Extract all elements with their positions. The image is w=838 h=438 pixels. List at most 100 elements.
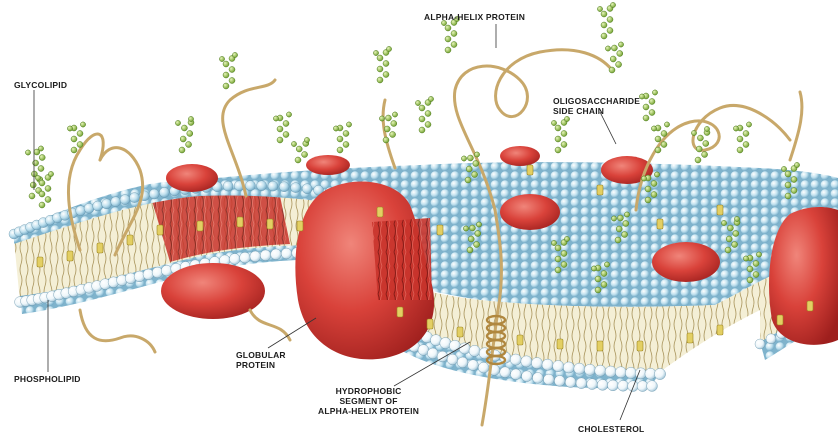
sugar-bead — [48, 171, 53, 176]
sugar-bead — [555, 136, 561, 142]
sugar-bead — [645, 186, 651, 192]
cholesterol-block — [597, 185, 603, 195]
sugar-bead — [651, 192, 657, 198]
sugar-chain — [379, 112, 397, 143]
sugar-bead — [385, 115, 391, 121]
sugar-bead — [67, 126, 72, 131]
sugar-chain — [597, 2, 615, 39]
sugar-bead — [595, 287, 601, 293]
sugar-bead — [379, 116, 384, 121]
sugar-chain — [273, 112, 291, 143]
sugar-chain — [605, 42, 623, 73]
sugar-bead — [791, 188, 797, 194]
phospholipid-head — [161, 265, 172, 276]
sugar-bead — [747, 277, 753, 283]
sugar-bead — [601, 22, 607, 28]
phospholipid-head — [268, 181, 278, 191]
phospholipid-head — [457, 357, 468, 368]
phospholipid-head — [418, 345, 429, 356]
sugar-bead — [664, 122, 669, 127]
sugar-bead — [29, 193, 35, 199]
cholesterol-block — [597, 341, 603, 351]
phospholipid-head — [563, 362, 574, 373]
sugar-bead — [425, 111, 431, 117]
sugar-bead — [383, 72, 389, 78]
phospholipid-head — [597, 380, 608, 391]
sugar-bead — [77, 142, 83, 148]
sugar-chain — [219, 52, 237, 89]
sugar-bead — [564, 236, 569, 241]
phospholipid-head — [618, 380, 629, 391]
sugar-bead — [737, 136, 743, 142]
sugar-chain — [639, 90, 657, 121]
protein-right-mid — [652, 242, 720, 282]
sugar-bead — [392, 112, 397, 117]
cholesterol-block — [427, 319, 433, 329]
sugar-bead — [617, 215, 623, 221]
sugar-bead — [296, 146, 302, 152]
sugar-bead — [229, 78, 235, 84]
sugar-bead — [333, 126, 338, 131]
sugar-bead — [71, 147, 77, 153]
sugar-chain — [733, 122, 751, 153]
cholesterol-block — [197, 221, 203, 231]
phospholipid-head — [302, 184, 312, 194]
sugar-bead — [733, 126, 738, 131]
sugar-bead — [337, 147, 343, 153]
sugar-bead — [702, 152, 708, 158]
sugar-bead — [655, 136, 661, 142]
protein-top-mid — [306, 155, 350, 175]
phospholipid-head — [595, 365, 606, 376]
sugar-bead — [390, 132, 396, 138]
phospholipid-head — [587, 379, 598, 390]
sugar-bead — [605, 46, 610, 51]
sugar-chain — [373, 46, 391, 83]
sugar-bead — [601, 11, 607, 17]
sugar-bead — [645, 197, 651, 203]
phospholipid-head — [605, 366, 616, 377]
sugar-bead — [743, 131, 749, 137]
label-phospholipid: PHOSPHOLIPID — [14, 374, 81, 384]
sugar-bead — [601, 33, 607, 39]
sugar-bead — [610, 2, 615, 7]
protein-cutaway — [372, 218, 432, 300]
phospholipid-head — [223, 181, 233, 191]
sugar-bead — [561, 131, 567, 137]
sugar-bead — [696, 146, 702, 152]
phospholipid-head — [625, 367, 636, 378]
sugar-bead — [655, 147, 661, 153]
phospholipid-head — [628, 381, 639, 392]
sugar-bead — [295, 157, 301, 163]
sugar-bead — [469, 225, 475, 231]
sugar-bead — [551, 120, 556, 125]
sugar-bead — [373, 50, 378, 55]
cholesterol-block — [377, 207, 383, 217]
phospholipid-head — [84, 203, 94, 213]
sugar-bead — [732, 242, 738, 248]
sugar-bead — [39, 202, 45, 208]
cholesterol-block — [67, 251, 73, 261]
sugar-bead — [45, 197, 51, 203]
sugar-bead — [743, 256, 748, 261]
sugar-bead — [343, 142, 349, 148]
label-alpha-helix-protein: ALPHA-HELIX PROTEIN — [424, 12, 525, 22]
sugar-chain — [175, 116, 194, 153]
cholesterol-block — [237, 217, 243, 227]
sugar-bead — [639, 94, 644, 99]
sugar-bead — [383, 61, 389, 67]
sugar-bead — [304, 137, 309, 142]
sugar-bead — [77, 131, 83, 137]
phospholipid-head — [281, 248, 292, 259]
sugar-bead — [785, 182, 791, 188]
strand-bottom-1 — [80, 310, 155, 352]
sugar-bead — [607, 28, 613, 34]
cholesterol-block — [127, 235, 133, 245]
sugar-bead — [555, 267, 561, 273]
label-oligosaccharide-side-chain: OLIGOSACCHARIDE SIDE CHAIN — [553, 96, 640, 116]
cholesterol-block — [807, 301, 813, 311]
sugar-bead — [273, 116, 278, 121]
phospholipid-head — [260, 250, 271, 261]
sugar-bead — [475, 231, 481, 237]
